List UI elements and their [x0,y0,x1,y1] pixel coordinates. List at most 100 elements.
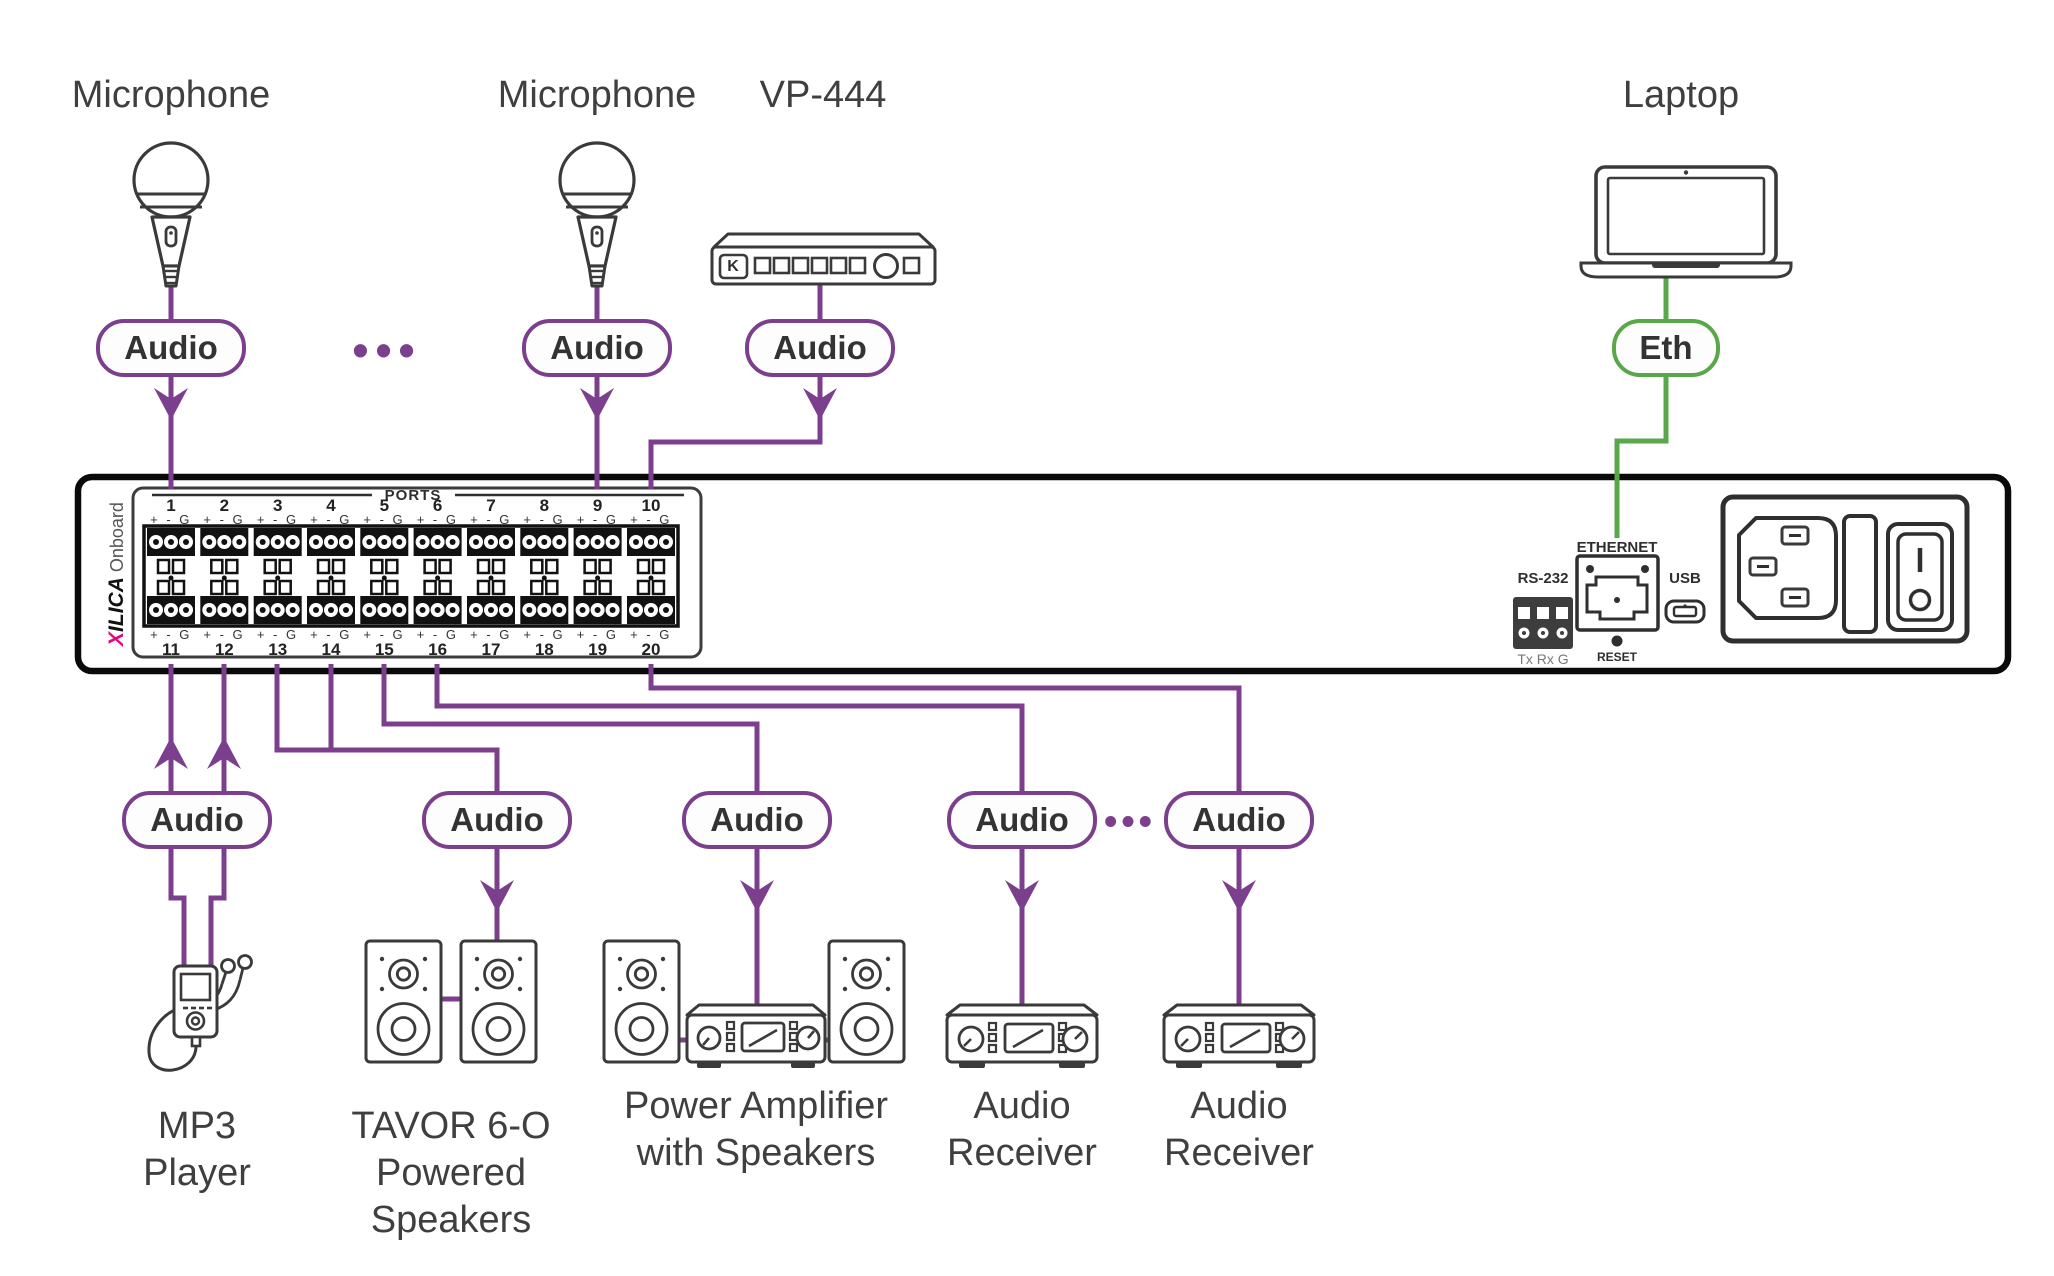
audio-badge-mic2: Audio [522,319,672,377]
port-column: 3 + - G + - G 13 [253,496,302,659]
svg-text:3: 3 [273,496,282,515]
audio-badge-receiver2: Audio [1164,791,1314,849]
reset-button-icon [1611,635,1623,647]
wire-port11-to-mp3 [168,664,187,966]
svg-text:+ - G: + - G [417,627,459,642]
wire-port12-to-mp3 [208,664,227,966]
port-column: 8 + - G + - G 18 [520,496,569,659]
svg-text:1: 1 [166,496,175,515]
mp3-label: MP3 Player [143,1103,251,1197]
port-column: 6 + - G + - G 16 [413,496,462,659]
port-column: 1 + - G + - G 11 [147,496,195,659]
svg-text:2: 2 [220,496,229,515]
svg-text:8: 8 [540,496,549,515]
label-line: Power Amplifier [624,1085,888,1127]
ethernet-label: ETHERNET [1576,539,1658,556]
svg-text:18: 18 [535,640,554,659]
brand-x: X [105,631,128,646]
receiver-icon [1162,1003,1316,1070]
svg-text:10: 10 [642,496,661,515]
wire-port15-to-amp [381,664,760,794]
svg-text:16: 16 [428,640,447,659]
amp-label: Power Amplifier with Speakers [624,1083,888,1177]
audio-badge-amp: Audio [682,791,832,849]
kramer-k-logo [718,253,749,280]
label-line: TAVOR 6-O [351,1105,551,1147]
port-column: 2 + - G + - G 12 [200,496,249,659]
svg-text:+ - G: + - G [363,512,405,527]
speaker-icon [827,939,906,1064]
wire-laptop-to-ethernet [1614,277,1669,538]
audio-badge-receiver1: Audio [947,791,1097,849]
svg-text:+ - G: + - G [523,512,565,527]
microphone-icon [132,141,210,288]
vp444-label: VP-444 [759,74,887,116]
audio-badge-tavor: Audio [422,791,572,849]
continuation-dots: ••• [1104,801,1156,843]
svg-text:11: 11 [162,640,180,659]
vp444-device-icon [710,232,937,286]
port-column: 4 + - G + - G 14 [307,496,355,659]
brand-rest: ILICA [105,577,128,632]
amplifier-icon [685,1003,827,1068]
label-line: Receiver [947,1132,1097,1174]
receiver-icon [945,1003,1099,1070]
label-line: Powered [376,1152,526,1194]
svg-text:+ - G: + - G [203,512,245,527]
laptop-label: Laptop [1622,74,1740,116]
brand-suffix: Onboard [106,502,127,573]
port-column: 9 + - G + - G 19 [573,496,622,659]
label-line: Player [143,1152,251,1194]
svg-text:+ - G: + - G [577,627,619,642]
receiver1-label: Audio Receiver [947,1083,1097,1177]
svg-text:+ - G: + - G [577,512,619,527]
rs232-connector-icon [1513,597,1573,649]
wire-port20-to-receiver2 [648,664,1242,794]
audio-badge-vp444: Audio [745,319,895,377]
svg-text:+ - G: + - G [257,627,299,642]
svg-text:+ - G: + - G [417,512,459,527]
wire-vp444-to-port10 [648,283,823,489]
port-column: 7 + - G + - G 17 [467,496,515,659]
ethernet-jack-icon [1575,554,1660,647]
label-line: Receiver [1164,1132,1314,1174]
port-column: 5 + - G + - G 15 [360,496,409,659]
rs232-pins-label: Tx Rx G [1517,651,1569,667]
svg-text:+ - G: + - G [150,627,192,642]
svg-text:7: 7 [486,496,495,515]
port-columns: 1 + - G + - G 11 2 + - G [147,496,675,659]
label-line: Speakers [370,1199,532,1241]
wire-port13-to-tavor [274,664,500,794]
svg-text:5: 5 [380,496,389,515]
svg-text:9: 9 [593,496,602,515]
svg-text:19: 19 [588,640,607,659]
audio-badge-mp3: Audio [122,791,272,849]
reset-label: RESET [1596,650,1638,664]
mic2-label: Microphone [497,74,697,116]
wire-port16-to-receiver1 [434,664,1025,794]
mic1-label: Microphone [71,74,271,116]
power-module [1720,494,1970,644]
svg-text:+ - G: + - G [310,627,352,642]
svg-text:6: 6 [433,496,442,515]
svg-text:+ - G: + - G [630,512,672,527]
speaker-icon [602,939,681,1064]
continuation-dots: ••• [352,324,422,376]
ports-title: PORTS [385,487,442,504]
microphone-icon [558,141,636,288]
svg-text:+ - G: + - G [257,512,299,527]
svg-text:+ - G: + - G [630,627,672,642]
port-column: 10 + - G + - G 20 [627,496,675,659]
power-inlet-icon [1737,516,1838,620]
speaker-icon [364,939,443,1064]
mp3-player-icon [147,954,253,1072]
svg-text:+ - G: + - G [363,627,405,642]
label-line: Audio [973,1085,1071,1127]
power-switch-icon [1886,522,1954,632]
svg-text:17: 17 [482,640,501,659]
svg-text:12: 12 [215,640,234,659]
receiver2-label: Audio Receiver [1164,1083,1314,1177]
svg-text:13: 13 [268,640,287,659]
